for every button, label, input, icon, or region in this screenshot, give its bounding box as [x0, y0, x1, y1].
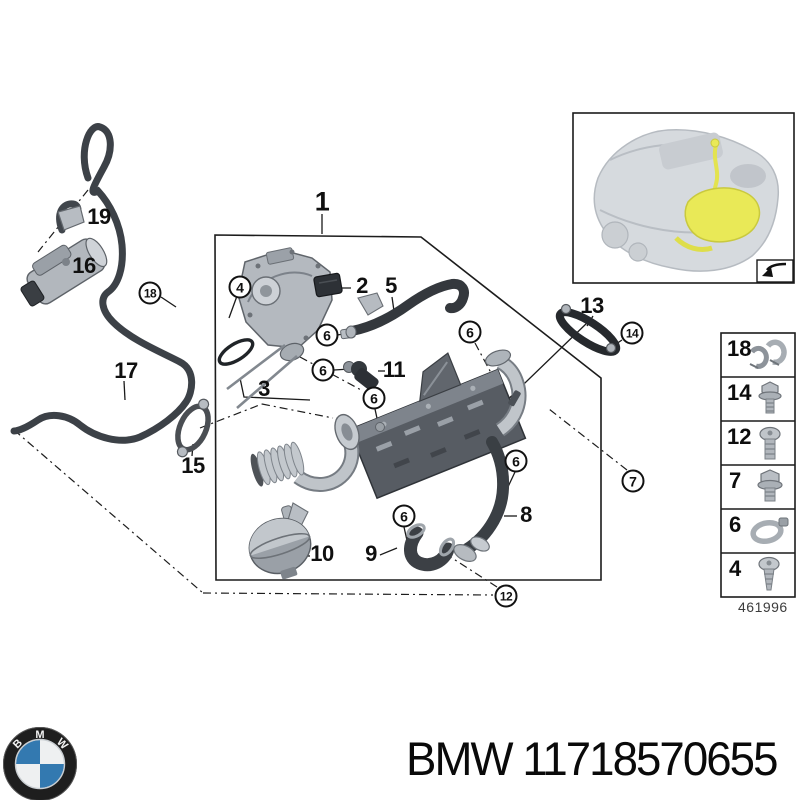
callout-19: 19 — [87, 204, 111, 229]
callout-6-circle-c: 6 — [311, 358, 335, 382]
pipe-clip-icon — [749, 339, 787, 369]
pan-head-screw-icon — [759, 426, 781, 460]
callout-5: 5 — [385, 273, 397, 298]
inlet-bellows — [250, 441, 305, 487]
mounting-bolts-3 — [226, 343, 298, 409]
cooler-outlet-pipe — [484, 349, 527, 437]
panel-label-7: 7 — [729, 468, 742, 493]
panel-label-14: 14 — [727, 380, 752, 405]
callout-6-circle-a: 6 — [315, 323, 339, 347]
reference-lines — [13, 189, 628, 596]
callout-12-circle: 12 — [494, 584, 518, 608]
callout-6-circle-e: 6 — [392, 504, 416, 528]
pressure-sensor-11 — [343, 361, 379, 391]
callout-6-circle-d: 6 — [362, 386, 386, 410]
callout-16: 16 — [72, 253, 96, 278]
egr-cooler-core — [348, 352, 527, 500]
bmw-logo: B M W — [3, 727, 77, 800]
vent-hose-17 — [10, 123, 196, 444]
callout-8: 8 — [520, 502, 532, 527]
callout-18-circle: 18 — [138, 281, 162, 305]
callout-4-circle: 4 — [228, 275, 252, 299]
callout-10: 10 — [310, 541, 334, 566]
fastener-panel-grid — [720, 332, 796, 598]
panel-label-6: 6 — [729, 512, 742, 537]
gasket-13 — [555, 303, 621, 356]
callout-1: 1 — [314, 186, 330, 217]
highlighted-egr-parts — [674, 138, 761, 253]
footer-part-number: BMW 11718570655 — [406, 732, 778, 785]
panel-label-18: 18 — [727, 336, 752, 361]
elbow-hose-9 — [404, 523, 456, 572]
logo-letter-m: M — [35, 729, 44, 741]
flange-bolt-short-icon — [757, 469, 783, 502]
callout-2: 2 — [356, 273, 368, 298]
vacuum-actuator-10 — [248, 502, 312, 580]
tapping-screw-icon — [758, 556, 780, 591]
changeover-valve-16 — [20, 205, 108, 307]
hose-8 — [453, 436, 510, 562]
leader-lines — [49, 214, 623, 557]
valve-connector-2 — [313, 272, 343, 298]
callout-3: 3 — [258, 376, 270, 401]
callout-17: 17 — [114, 358, 138, 383]
callout-6-circle-f: 6 — [504, 449, 528, 473]
cooler-inlet-pipe — [250, 413, 360, 492]
callout-7-circle: 7 — [621, 469, 645, 493]
callout-6-circle-b: 6 — [458, 320, 482, 344]
panel-label-12: 12 — [727, 424, 752, 449]
gasket-15 — [175, 398, 211, 458]
callout-9: 9 — [365, 541, 377, 566]
fitting-6d-target — [375, 422, 385, 432]
callout-15: 15 — [181, 453, 205, 478]
view-direction-box — [756, 259, 794, 283]
panel-label-4: 4 — [729, 556, 742, 581]
flange-bolt-icon — [758, 381, 782, 414]
engine-inset — [572, 112, 795, 284]
callout-11: 11 — [382, 357, 406, 382]
callout-13: 13 — [580, 293, 604, 318]
hose-clamp-icon — [750, 517, 789, 545]
callout-14-circle: 14 — [620, 321, 644, 345]
vacuum-hose-5 — [345, 278, 469, 339]
valve-seal-ring — [217, 338, 255, 366]
diagram-image-number: 461996 — [738, 599, 788, 615]
assembly-box — [214, 234, 602, 581]
